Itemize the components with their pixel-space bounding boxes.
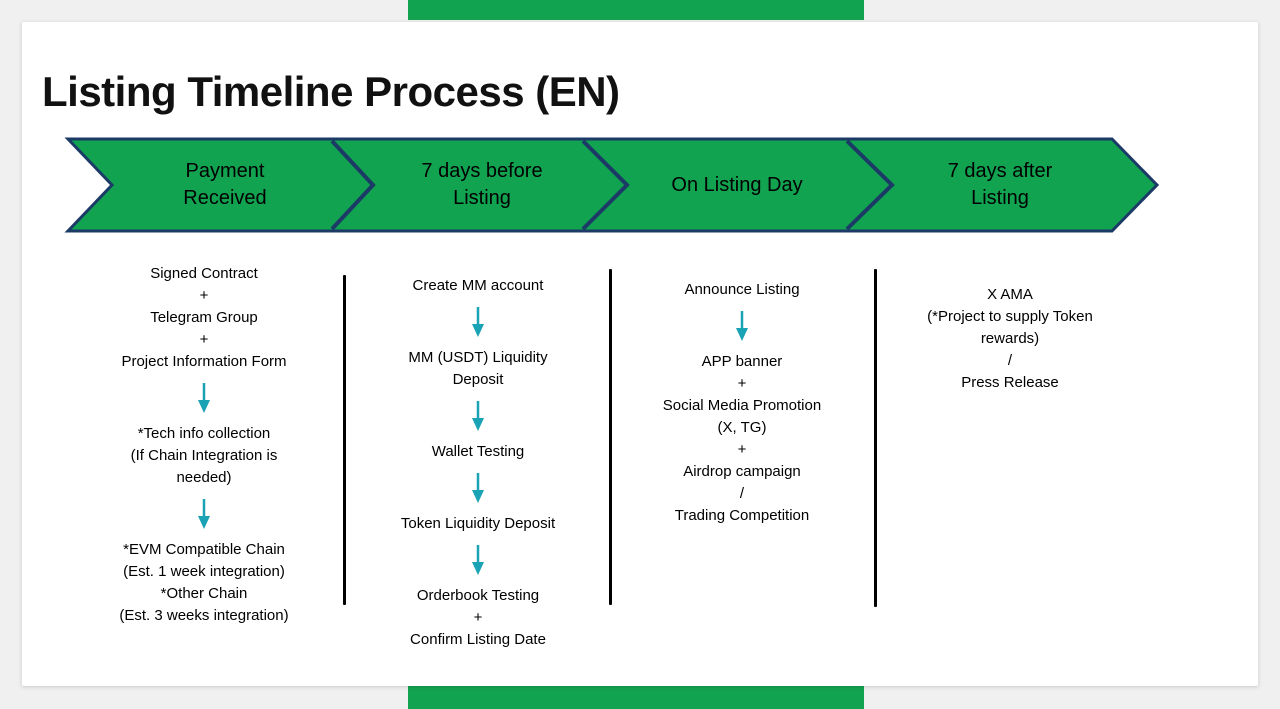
column-divider — [874, 269, 877, 607]
bottom-accent-bar — [408, 684, 864, 709]
down-arrow-icon — [470, 401, 486, 431]
step-text: Orderbook Testing + Confirm Listing Date — [410, 587, 546, 648]
process-column-7-days-after: X AMA (*Project to supply Token rewards)… — [882, 279, 1138, 399]
down-arrow-icon — [470, 545, 486, 575]
step-text: *Tech info collection (If Chain Integrat… — [130, 425, 278, 486]
step-text: MM (USDT) Liquidity Deposit — [408, 349, 548, 388]
stage-chevron-label-7-days-before: 7 days before Listing — [421, 160, 543, 209]
down-arrow-icon — [734, 311, 750, 341]
step-text: Token Liquidity Deposit — [400, 515, 556, 532]
stage-chevron-label-payment-received: Payment Received — [183, 160, 267, 209]
step-text: Create MM account — [412, 277, 544, 294]
step-text: Signed Contract + Telegram Group + Proje… — [121, 265, 287, 370]
stage-chevron-label-7-days-after: 7 days after Listing — [947, 160, 1053, 209]
down-arrow-icon — [470, 473, 486, 503]
down-arrow-icon — [470, 307, 486, 337]
column-divider — [343, 275, 346, 605]
top-accent-bar — [408, 0, 864, 20]
process-column-7-days-before: Create MM account MM (USDT) Liquidity Dep… — [350, 270, 606, 656]
stage-chevron-label-on-listing-day: On Listing Day — [671, 173, 803, 196]
down-arrow-icon — [196, 383, 212, 413]
step-text: APP banner + Social Media Promotion (X, … — [662, 353, 822, 524]
step-text: Wallet Testing — [431, 443, 525, 460]
slide-card — [22, 22, 1258, 686]
step-text: *EVM Compatible Chain (Est. 1 week integ… — [119, 541, 289, 624]
down-arrow-icon — [196, 499, 212, 529]
step-text: Announce Listing — [684, 281, 800, 298]
column-divider — [609, 269, 612, 605]
process-column-payment-received: Signed Contract + Telegram Group + Proje… — [68, 258, 340, 632]
step-text: X AMA (*Project to supply Token rewards)… — [927, 286, 1093, 391]
page-title: Listing Timeline Process (EN) — [42, 68, 620, 116]
